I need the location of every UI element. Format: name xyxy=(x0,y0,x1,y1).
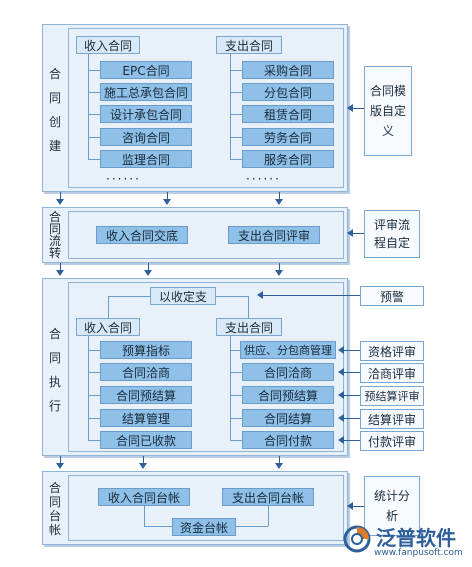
execution-label: 合 同 执 行 xyxy=(48,327,61,413)
creation-expense-item-lease[interactable]: 租赁合同 xyxy=(242,105,334,123)
settlement-review[interactable]: 结算评审 xyxy=(360,409,424,429)
creation-expense-ellipsis: ······ xyxy=(246,172,281,186)
down-arrow-icon xyxy=(56,463,64,469)
down-arrow-icon xyxy=(56,270,64,276)
creation-income-item-consulting[interactable]: 咨询合同 xyxy=(100,128,192,146)
review-flow-custom-box[interactable]: 评审流程自定 xyxy=(364,210,420,258)
review-flow-arrow-icon xyxy=(347,229,353,237)
down-arrow-icon xyxy=(163,199,171,205)
income-contract-negotiation[interactable]: 合同洽商 xyxy=(100,363,192,381)
income-contract-ledger[interactable]: 收入合同台帐 xyxy=(98,488,190,506)
down-arrow-icon xyxy=(139,463,147,469)
creation-income-item-epc[interactable]: EPC合同 xyxy=(100,61,192,79)
fanpu-logo: 泛普软件 www.fanpusoft.com xyxy=(340,520,470,564)
creation-income-item-design[interactable]: 设计承包合同 xyxy=(100,105,192,123)
template-custom-box[interactable]: 合同模版自定义 xyxy=(364,66,412,156)
fanpu-logo-mark-icon xyxy=(343,525,371,553)
down-arrow-icon xyxy=(144,270,152,276)
logo-url: www.fanpusoft.com xyxy=(374,548,463,558)
creation-label: 合 同 创 建 xyxy=(48,67,61,153)
creation-expense-item-subcontract[interactable]: 分包合同 xyxy=(242,83,334,101)
creation-income-ellipsis: ······ xyxy=(106,172,141,186)
pre-settlement-review[interactable]: 预结算评审 xyxy=(360,386,424,406)
down-arrow-icon xyxy=(56,199,64,205)
payment-review[interactable]: 付款评审 xyxy=(360,431,424,451)
contract-received-payment[interactable]: 合同已收款 xyxy=(100,431,192,449)
creation-expense-item-service[interactable]: 服务合同 xyxy=(242,150,334,168)
creation-income-header[interactable]: 收入合同 xyxy=(76,36,140,54)
flow-label: 合 同 流 转 xyxy=(48,210,61,260)
statistics-arrow-icon xyxy=(347,502,353,510)
review-arrow-icon xyxy=(338,368,344,376)
template-arrow-icon xyxy=(347,104,353,112)
review-arrow-icon xyxy=(338,391,344,399)
creation-expense-header[interactable]: 支出合同 xyxy=(216,36,282,54)
execution-income-tree-line xyxy=(88,336,89,440)
fund-ledger[interactable]: 资金台帐 xyxy=(172,518,236,536)
creation-expense-item-labor[interactable]: 劳务合同 xyxy=(242,128,334,146)
execution-income-header[interactable]: 收入合同 xyxy=(76,318,140,336)
expense-contract-pre-settlement[interactable]: 合同预结算 xyxy=(242,386,334,404)
review-arrow-icon xyxy=(338,414,344,422)
negotiation-review[interactable]: 洽商评审 xyxy=(360,363,424,383)
supplier-subcontractor-management[interactable]: 供应、分包商管理 xyxy=(240,341,336,359)
down-arrow-icon xyxy=(275,270,283,276)
creation-income-item-supervision[interactable]: 监理合同 xyxy=(100,150,192,168)
down-arrow-icon xyxy=(275,199,283,205)
qualification-review[interactable]: 资格评审 xyxy=(360,341,424,361)
statistics-analysis-box[interactable]: 统计分析 xyxy=(364,476,420,536)
down-arrow-icon xyxy=(275,463,283,469)
contract-settlement[interactable]: 合同结算 xyxy=(242,409,334,427)
budget-indicator[interactable]: 预算指标 xyxy=(100,341,192,359)
contract-payment[interactable]: 合同付款 xyxy=(242,431,334,449)
creation-expense-tree-line xyxy=(230,54,231,160)
income-determines-expense-box[interactable]: 以收定支 xyxy=(150,287,216,305)
expense-contract-review[interactable]: 支出合同评审 xyxy=(228,226,320,244)
review-arrow-icon xyxy=(338,346,344,354)
creation-income-tree-line xyxy=(88,54,89,160)
expense-contract-negotiation[interactable]: 合同洽商 xyxy=(242,363,334,381)
income-contract-pre-settlement[interactable]: 合同预结算 xyxy=(100,386,192,404)
warning-arrow-icon xyxy=(257,291,263,299)
expense-contract-ledger[interactable]: 支出合同台帐 xyxy=(222,488,314,506)
warning-box[interactable]: 预警 xyxy=(360,286,424,306)
income-contract-handover[interactable]: 收入合同交底 xyxy=(96,226,188,244)
ledger-label: 合 同 台 帐 xyxy=(48,481,61,537)
settlement-management[interactable]: 结算管理 xyxy=(100,409,192,427)
creation-income-item-general-contract[interactable]: 施工总承包合同 xyxy=(100,83,192,101)
creation-expense-item-purchase[interactable]: 采购合同 xyxy=(242,61,334,79)
execution-expense-header[interactable]: 支出合同 xyxy=(216,318,282,336)
execution-expense-tree-line xyxy=(230,336,231,440)
logo-name: 泛普软件 xyxy=(376,526,456,550)
review-arrow-icon xyxy=(338,436,344,444)
